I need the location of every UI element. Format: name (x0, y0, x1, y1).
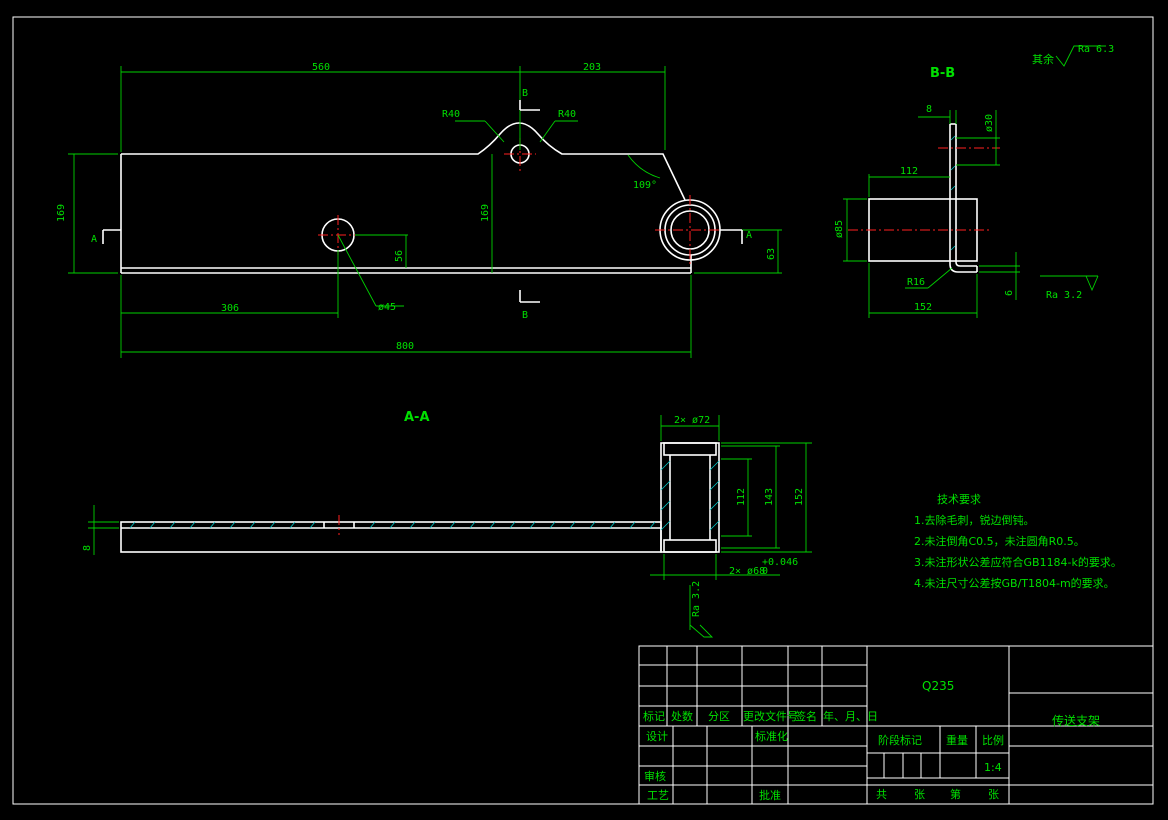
dim-aa-143: 143 (764, 488, 775, 506)
dim-bb-r16: R16 (907, 277, 925, 288)
sheet-border (12, 16, 1154, 805)
tb-hdr-count: 处数 (671, 710, 693, 723)
mark-b-bottom: B (522, 310, 528, 321)
tb-standard: 标准化 (755, 729, 788, 743)
aa-roughness: Ra 3.2 (691, 581, 702, 617)
section-aa-title: A-A (404, 410, 430, 425)
front-view: 560 203 169 169 R40 R40 109° 56 63 306 8… (56, 62, 782, 358)
dim-560: 560 (312, 62, 330, 73)
tb-hdr-sign: 签名 (795, 709, 817, 723)
section-hatch (129, 521, 656, 529)
dim-63: 63 (766, 248, 777, 260)
dim-aa-tol0: 0 (762, 566, 768, 577)
dim-aa-152: 152 (794, 488, 805, 506)
mark-a-right: A (746, 230, 752, 241)
tb-hdr-date: 年、月、日 (823, 709, 878, 723)
roughness-note: 其余 Ra 6.3 (1032, 44, 1114, 67)
bb-roughness: Ra 3.2 (1046, 290, 1082, 301)
tech-line-4: 4.未注尺寸公差按GB/T1804-m的要求。 (914, 576, 1115, 590)
tb-hdr-changedoc: 更改文件号 (743, 709, 798, 723)
tb-part-name: 传送支架 (1052, 713, 1100, 728)
dim-aa-112: 112 (736, 488, 747, 506)
section-aa-view: A-A 2× ø72 (82, 410, 812, 638)
dim-bb-dia30: ø30 (984, 114, 995, 132)
section-bb-view: B-B 8 ø30 112 ø85 R16 152 6 (834, 66, 1099, 318)
tb-hdr-mark: 标记 (643, 709, 665, 723)
tb-page: 第 (950, 787, 961, 801)
dim-56: 56 (394, 250, 405, 262)
tb-scale: 比例 (982, 733, 1004, 747)
roughness-others-label: 其余 (1032, 52, 1054, 66)
tb-material: Q235 (922, 679, 954, 693)
dim-r40-right: R40 (558, 109, 576, 120)
dim-306: 306 (221, 303, 239, 314)
dim-203: 203 (583, 62, 601, 73)
dim-aa-tol: +0.046 (762, 557, 798, 568)
technical-requirements: 技术要求 1.去除毛刺，锐边倒钝。 2.未注倒角C0.5，未注圆角R0.5。 3… (914, 493, 1122, 590)
dim-bb-8: 8 (926, 104, 932, 115)
tech-title: 技术要求 (937, 493, 981, 506)
tb-weight: 重量 (946, 733, 968, 747)
dim-169-mid: 169 (480, 204, 491, 222)
dim-169-left: 169 (56, 204, 67, 222)
tb-hdr-zone: 分区 (708, 710, 730, 723)
tb-total: 共 (876, 788, 887, 801)
tb-sheets-1: 张 (914, 788, 925, 801)
dim-bb-dia85: ø85 (834, 220, 845, 238)
mark-b-top: B (522, 88, 528, 99)
tb-design: 设计 (646, 730, 668, 743)
tb-scale-value: 1:4 (984, 761, 1002, 774)
tb-sheets-2: 张 (988, 788, 999, 801)
dim-aa-8: 8 (82, 545, 93, 551)
tech-line-2: 2.未注倒角C0.5，未注圆角R0.5。 (914, 534, 1085, 548)
tb-stage-mark: 阶段标记 (878, 733, 922, 747)
dim-800: 800 (396, 341, 414, 352)
roughness-value: Ra 6.3 (1078, 44, 1114, 55)
title-block: 标记 处数 分区 更改文件号 签名 年、月、日 设计 标准化 审核 工艺 批准 … (638, 645, 1154, 805)
dim-dia45: ø45 (378, 302, 396, 313)
tube-hatch (660, 460, 720, 531)
dim-bb-152: 152 (914, 302, 932, 313)
mark-a-left: A (91, 234, 97, 245)
dim-bb-6: 6 (1004, 290, 1015, 296)
dim-aa-dia68: 2× ø68 (729, 566, 765, 577)
tech-line-3: 3.未注形状公差应符合GB1184-k的要求。 (914, 555, 1122, 569)
tb-process: 工艺 (647, 789, 669, 802)
dim-aa-dia72: 2× ø72 (674, 415, 710, 426)
tech-line-1: 1.去除毛刺，锐边倒钝。 (914, 513, 1035, 527)
dim-r40-left: R40 (442, 109, 460, 120)
section-bb-title: B-B (930, 66, 955, 81)
dim-bb-112: 112 (900, 166, 918, 177)
dim-angle: 109° (633, 180, 657, 191)
tb-review: 审核 (644, 769, 666, 783)
tb-approve: 批准 (759, 788, 781, 802)
